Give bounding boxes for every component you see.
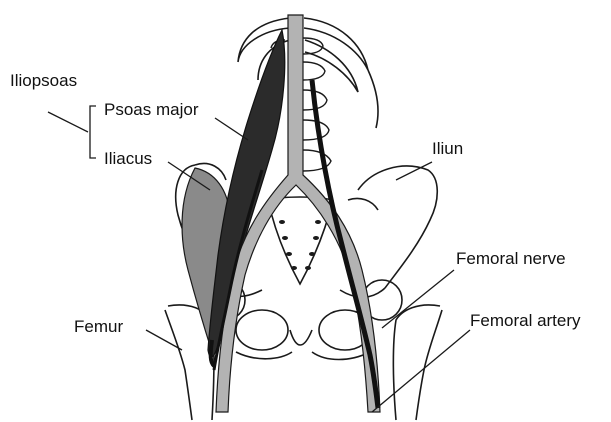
- label-iliun: Iliun: [432, 140, 463, 157]
- psoas-major-leader: [215, 118, 248, 140]
- label-iliacus: Iliacus: [104, 150, 152, 167]
- label-femoral-artery: Femoral artery: [470, 312, 581, 329]
- iliopsoas-leader: [48, 112, 88, 132]
- femoral-artery-leader: [372, 330, 470, 412]
- label-iliopsoas: Iliopsoas: [10, 72, 77, 89]
- label-femoral-nerve: Femoral nerve: [456, 250, 566, 267]
- sacral-foramina: [279, 220, 321, 270]
- label-psoas-major: Psoas major: [104, 101, 198, 118]
- femur-leader: [146, 330, 182, 350]
- iliopsoas-bracket: [90, 106, 96, 158]
- iliun-leader: [396, 162, 432, 180]
- label-femur: Femur: [74, 318, 123, 335]
